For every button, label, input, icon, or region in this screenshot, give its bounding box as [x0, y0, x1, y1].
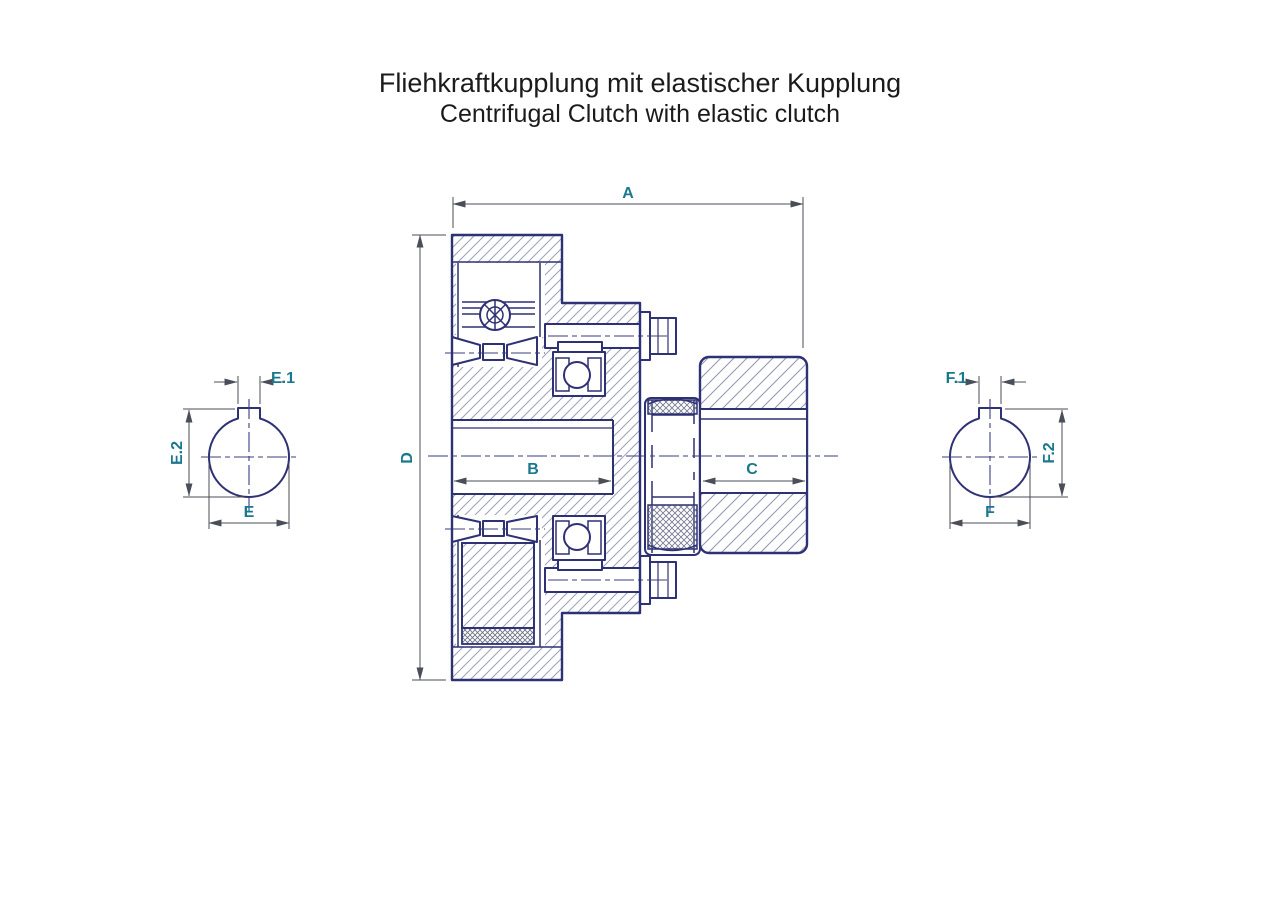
dim-e1-label: E.1 [271, 370, 295, 387]
drawing-title-german: Fliehkraftkupplung mit elastischer Kuppl… [379, 68, 901, 98]
lower-clamping-bolt [544, 555, 677, 605]
dim-b-label: B [527, 461, 539, 478]
dim-e-label: E [244, 504, 255, 521]
elastomer-top [647, 399, 698, 415]
spline-notch [692, 480, 702, 492]
dimension-f1: F.1 [946, 370, 1026, 404]
shaft-circle-with-keyway [949, 407, 1031, 498]
dimension-e2: E.2 [169, 408, 244, 498]
right-shaft-end-view: F.1 F.2 F [942, 370, 1068, 529]
bearing-ball [563, 523, 591, 551]
drum-outline [450, 233, 642, 682]
spline-notch [692, 458, 702, 472]
upper-pivot-linkage [445, 336, 545, 366]
dimension-f2: F.2 [994, 408, 1068, 498]
upper-ball-bearing [552, 341, 606, 397]
friction-lining [461, 627, 535, 645]
dimension-e1: E.1 [214, 370, 295, 404]
dim-a-label: A [622, 185, 634, 202]
dim-d-label: D [399, 452, 416, 464]
left-shaft-end-view: E.1 E.2 E [169, 370, 297, 529]
elastomer-bottom [647, 504, 698, 550]
hub-bore [701, 410, 806, 492]
dimension-c: C [702, 461, 806, 485]
adjusting-screw [479, 299, 511, 331]
dim-f2-label: F.2 [1041, 442, 1058, 463]
spline-notch [650, 432, 659, 445]
shaft-circle-with-keyway [208, 407, 290, 498]
drawing-title-english: Centrifugal Clutch with elastic clutch [440, 100, 840, 128]
lower-pivot-linkage [445, 515, 545, 543]
bearing-cap [557, 559, 603, 571]
upper-weight-chamber [445, 261, 562, 367]
bearing-cap [557, 341, 603, 353]
right-hub-section [698, 355, 809, 555]
main-section-view: A D B C [399, 185, 838, 682]
dim-f1-label: F.1 [946, 370, 967, 387]
dimension-a: A [452, 185, 804, 348]
spline-notch [650, 468, 659, 481]
left-shaft-bore [452, 419, 614, 495]
lower-ball-bearing [552, 515, 606, 571]
lower-weight-chamber [445, 515, 562, 648]
elastic-coupling-element [644, 397, 702, 556]
dimension-b: B [453, 461, 612, 485]
dim-c-label: C [746, 461, 758, 478]
bearing-ball [563, 361, 591, 389]
dimension-d: D [399, 234, 446, 681]
spline-notch [692, 424, 702, 438]
dim-f-label: F [985, 504, 995, 521]
dimension-e: E [208, 464, 290, 529]
dimension-f: F [949, 464, 1031, 529]
dim-e2-label: E.2 [169, 441, 186, 465]
centrifugal-weight [461, 542, 535, 629]
